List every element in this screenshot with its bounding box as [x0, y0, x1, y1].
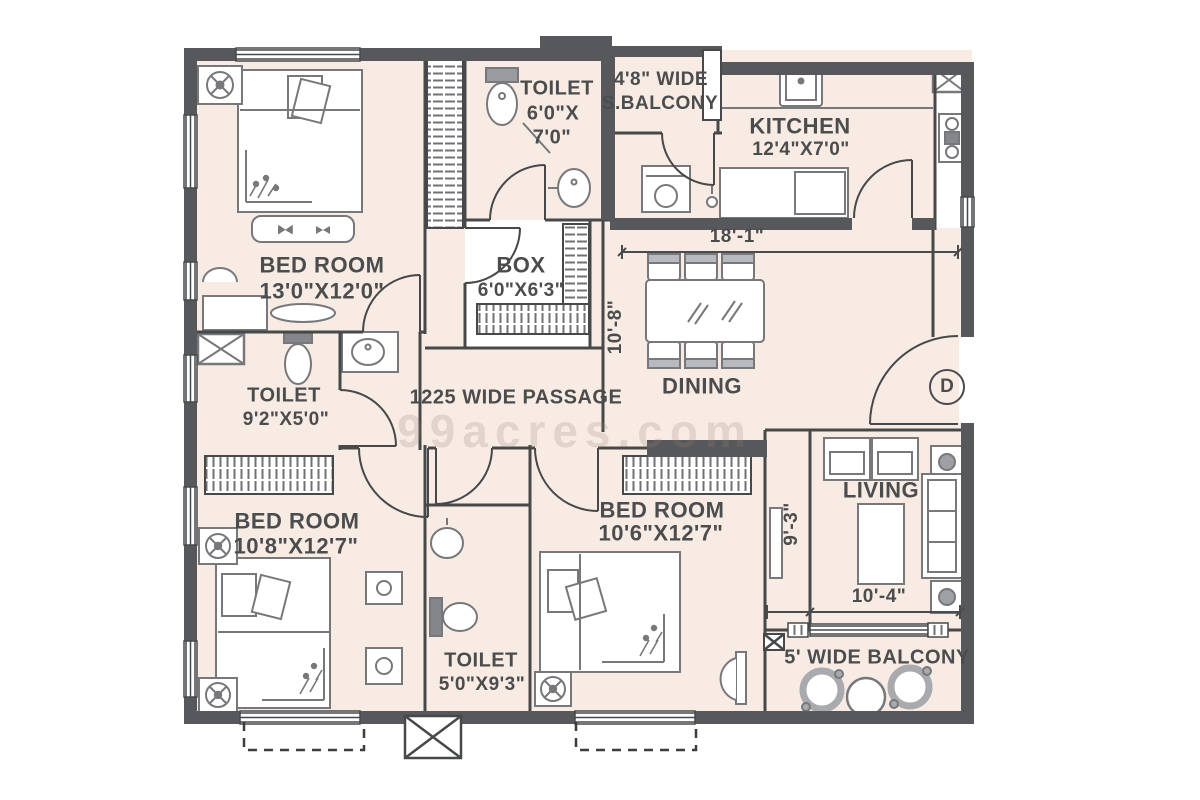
- main-door-marker: D: [929, 369, 965, 405]
- sofa-icon: [921, 473, 965, 579]
- bed-icon: [539, 551, 681, 673]
- duct-icon: [403, 633, 785, 760]
- door-arc: [339, 132, 959, 518]
- toilet-mid-left-label: TOILET: [247, 384, 321, 407]
- service-balcony-label1: 4'8" WIDE: [613, 69, 709, 91]
- dim-foyer-depth: 9'-3": [781, 502, 803, 546]
- toilet-top-size2: 7'0": [532, 126, 572, 149]
- toilet-mid-left-size: 9'2"X5'0": [242, 409, 330, 431]
- wc-icon: [485, 67, 519, 126]
- kitchen-size: 12'4"X7'0": [752, 139, 850, 161]
- box-room-label: BOX: [496, 252, 546, 278]
- toilet-top-size1: 6'0"X: [526, 102, 580, 125]
- tv-unit-icon: [769, 507, 783, 579]
- bedroom-top-left-size: 13'0"X12'0": [259, 278, 385, 304]
- toilet-top-label: TOILET: [520, 77, 594, 100]
- box-room-size: 6'0"X6'3": [477, 280, 565, 302]
- dim-living-width: 10'-4": [851, 586, 907, 608]
- fan-icon: [197, 65, 572, 713]
- wc-icon: [429, 597, 478, 637]
- dining-table-icon: [645, 253, 765, 369]
- dining-label: DINING: [662, 373, 742, 399]
- window: [183, 47, 976, 725]
- dresser-icon: [202, 267, 336, 331]
- inner-walls: [196, 50, 962, 712]
- washbasin-counter-icon: [341, 331, 399, 373]
- bedroom-bottom-left-label: BED ROOM: [234, 508, 360, 534]
- dim-top-width: 18'-1": [709, 226, 765, 248]
- wardrobe-hatch: [204, 59, 752, 495]
- bed-icon: [215, 557, 331, 709]
- bedroom-bottom-mid-size: 10'6"X12'7": [598, 520, 724, 546]
- washbasin-icon: [430, 518, 464, 559]
- bench-icon: [251, 215, 355, 243]
- kitchen-label: KITCHEN: [749, 113, 851, 139]
- dimension-line: [617, 245, 965, 619]
- coffee-table-icon: [857, 503, 905, 585]
- wc-icon: [283, 332, 313, 385]
- dim-dining-depth: 10'-8": [605, 299, 627, 355]
- bedroom-bottom-mid-label: BED ROOM: [599, 497, 725, 523]
- toilet-bottom-label: TOILET: [444, 649, 518, 672]
- bedroom-bottom-left-size: 10'8"X12'7": [233, 533, 359, 559]
- wash-area-icon: [719, 651, 747, 705]
- utility-panel-icon: [938, 113, 966, 163]
- balcony-chair-icon: [799, 664, 933, 713]
- watermark: 99acres.com: [397, 405, 753, 457]
- living-label: LIVING: [842, 477, 920, 503]
- nightstand-icon: [365, 571, 403, 685]
- shower-corner-line: [522, 122, 551, 154]
- flower-bed-icon: [196, 332, 246, 366]
- kitchen-counter-icon: [719, 167, 849, 219]
- bed-icon: [237, 69, 363, 213]
- toilet-bottom-size: 5'0"X9'3": [438, 674, 526, 696]
- projection-dashed: [242, 722, 698, 752]
- balcony-label: 5' WIDE BALCONY: [784, 646, 970, 669]
- service-balcony-label2: S.BALCONY: [601, 93, 719, 115]
- washbasin-icon: [548, 168, 591, 208]
- kitchen-sink-icon: [722, 67, 933, 109]
- armchair-icon: [823, 437, 919, 481]
- passage-label: 1225 WIDE PASSAGE: [409, 386, 623, 409]
- bedroom-top-left-label: BED ROOM: [259, 252, 385, 278]
